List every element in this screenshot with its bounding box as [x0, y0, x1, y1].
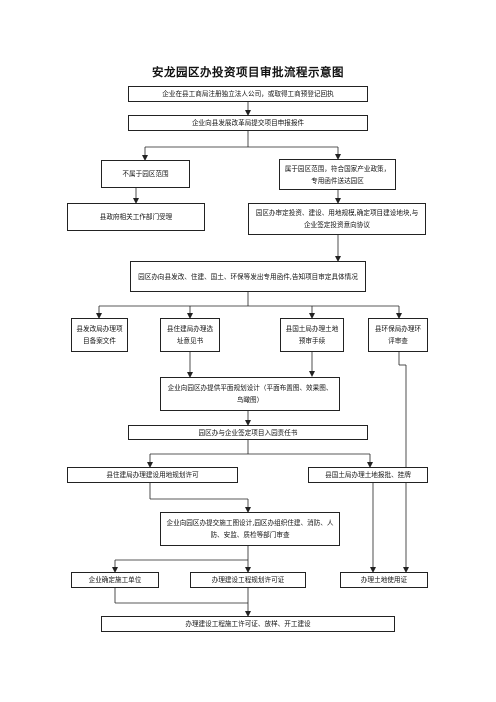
- step-outside-park-label: 不属于园区范围: [122, 170, 169, 178]
- step-construction-review: 企业向园区办提交施工图设计,园区办组织住建、消防、人防、安监、质检等部门审查: [160, 512, 340, 546]
- step-submit-application: 企业向县发展改革局提交项目申报报件: [128, 115, 368, 131]
- step-special-letter-label: 园区办向县发改、住建、国土、环保等发出专用函件,告知项目审定具体情况: [138, 272, 358, 281]
- step-plan-design: 企业向园区办提供平面规划设计（平面布置图、效果图、鸟瞰图）: [160, 377, 340, 411]
- step-inside-park: 属于园区范围，符合国家产业政策，专用函件送达园区: [279, 159, 396, 190]
- step-land-preapproval-label: 县国土局办理土地预审手续: [285, 325, 339, 345]
- step-land-listing-label: 县国土局办理土地报批、挂牌: [325, 471, 411, 479]
- step-planning-permit: 办理建设工程规划许可证: [190, 572, 306, 588]
- step-county-departments: 县政府相关工作部门受理: [67, 203, 205, 231]
- step-land-use-permit: 县住建局办理建设用地规划许可: [67, 467, 238, 483]
- step-construction-review-label: 企业向园区办提交施工图设计,园区办组织住建、消防、人防、安监、质检等部门审查: [166, 519, 334, 539]
- step-park-approval-label: 园区办审定投资、建设、用地规模,确定项目建设地块,与企业签定投资意向协议: [255, 209, 419, 229]
- step-outside-park: 不属于园区范围: [101, 160, 190, 188]
- step-land-listing: 县国土局办理土地报批、挂牌: [308, 467, 428, 483]
- step-land-preapproval: 县国土局办理土地预审手续: [280, 318, 344, 352]
- step-park-approval: 园区办审定投资、建设、用地规模,确定项目建设地块,与企业签定投资意向协议: [248, 203, 426, 235]
- step-register-company: 企业在县工商局注册独立法人公司，或取得工商预登记回执: [128, 86, 368, 102]
- step-responsibility-letter: 园区办与企业签定项目入园责任书: [128, 425, 368, 440]
- step-submit-application-label: 企业向县发展改革局提交项目申报报件: [191, 119, 305, 127]
- step-planning-permit-label: 办理建设工程规划许可证: [211, 576, 285, 584]
- step-housing-site-label: 县住建局办理选址意见书: [166, 325, 214, 345]
- step-land-use-permit-label: 县住建局办理建设用地规划许可: [106, 471, 199, 479]
- step-land-certificate: 办理土地使用证: [340, 572, 428, 588]
- step-plan-design-label: 企业向园区办提供平面规划设计（平面布置图、效果图、鸟瞰图）: [167, 384, 333, 404]
- step-drc-record: 县发改局办理项目备案文件: [71, 318, 128, 352]
- step-drc-record-label: 县发改局办理项目备案文件: [76, 325, 123, 345]
- step-land-certificate-label: 办理土地使用证: [360, 576, 408, 584]
- step-select-contractor-label: 企业确定施工单位: [88, 576, 142, 584]
- step-eia-review-label: 县环保局办理环评审查: [374, 325, 422, 345]
- step-construction-start: 办理建设工程施工许可证、放样、开工建设: [101, 616, 395, 632]
- step-responsibility-letter-label: 园区办与企业签定项目入园责任书: [198, 428, 298, 437]
- step-register-company-label: 企业在县工商局注册独立法人公司，或取得工商预登记回执: [162, 90, 334, 98]
- diagram-title: 安龙园区办投资项目审批流程示意图: [152, 65, 344, 79]
- step-inside-park-label: 属于园区范围，符合国家产业政策，专用函件送达园区: [284, 164, 391, 185]
- step-eia-review: 县环保局办理环评审查: [368, 318, 428, 352]
- step-select-contractor: 企业确定施工单位: [71, 572, 159, 588]
- step-special-letter: 园区办向县发改、住建、国土、环保等发出专用函件,告知项目审定具体情况: [130, 261, 366, 292]
- step-county-departments-label: 县政府相关工作部门受理: [99, 213, 173, 221]
- step-construction-start-label: 办理建设工程施工许可证、放样、开工建设: [185, 620, 311, 628]
- step-housing-site: 县住建局办理选址意见书: [160, 318, 220, 352]
